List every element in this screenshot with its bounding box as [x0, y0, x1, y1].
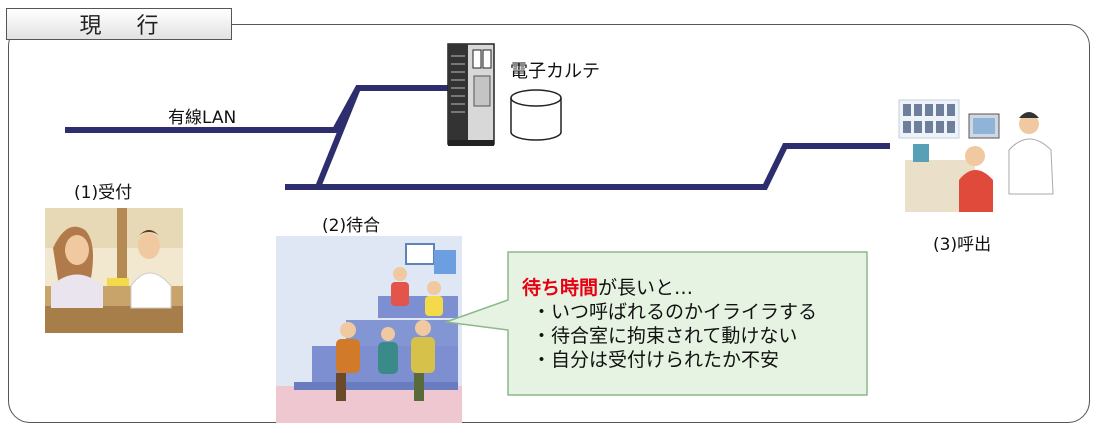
waiting-time-callout-bubble: [445, 251, 868, 396]
waiting-time-callout: 待ち時間が長いと… ・いつ呼ばれるのかイライラする ・待合室に拘束されて動けない…: [522, 276, 817, 372]
main-frame: [8, 24, 1090, 423]
reception-label: (1)受付: [74, 183, 133, 203]
callout-item: ・いつ呼ばれるのかイライラする: [532, 301, 818, 323]
reception-illustration: [45, 208, 183, 333]
callout-lead: 待ち時間が長いと…: [522, 276, 817, 300]
doctor-room-illustration: [893, 94, 1059, 212]
callout-item: ・自分は受付けられたか不安: [532, 349, 780, 371]
callout-lead-suffix: が長いと…: [598, 277, 694, 299]
callout-item: ・待合室に拘束されて動けない: [532, 325, 798, 347]
waiting-label: (2)待合: [322, 216, 381, 236]
database-icon: [510, 89, 562, 141]
server-icon: [447, 43, 495, 146]
wired-lan-connector-line: [315, 86, 361, 189]
wired-lan-upper-line: [65, 85, 448, 133]
wired-lan-label: 有線LAN: [168, 108, 237, 128]
section-tab-current: 現 行: [6, 8, 232, 40]
wired-lan-lower-line: [285, 143, 890, 190]
callout-highlight: 待ち時間: [522, 277, 599, 299]
waiting-room-illustration: [276, 236, 462, 423]
calling-label: (3)呼出: [933, 235, 992, 255]
emr-label: 電子カルテ: [510, 61, 600, 82]
